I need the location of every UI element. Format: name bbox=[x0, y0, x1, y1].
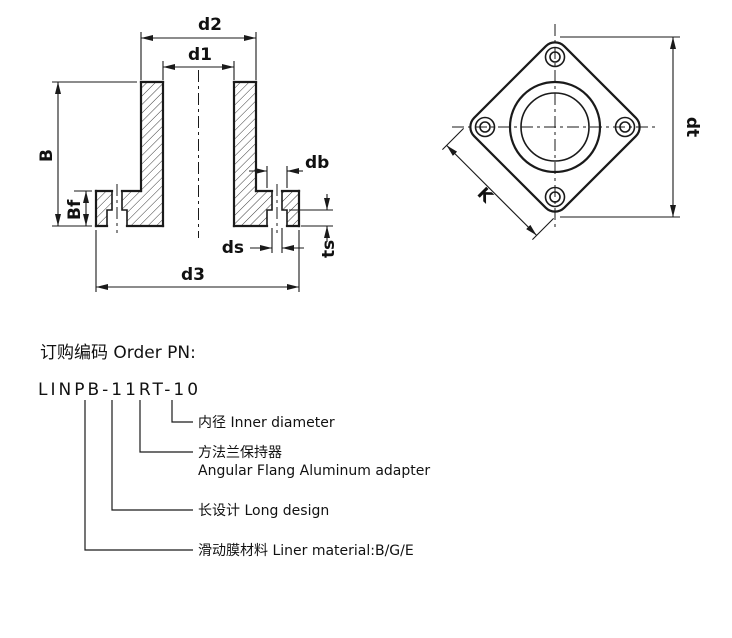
callout-line-liner-material bbox=[84, 400, 193, 551]
callout-line-long-design bbox=[111, 400, 193, 511]
part-number: LINPB-11RT-10 bbox=[38, 380, 201, 400]
dim-ds: ds bbox=[222, 228, 304, 258]
callout-connectors bbox=[84, 400, 193, 551]
callout-line-inner-diameter bbox=[171, 400, 193, 423]
face-centerlines bbox=[452, 24, 658, 230]
dim-label-d1: d1 bbox=[188, 45, 212, 65]
face-view: K dt bbox=[442, 24, 702, 240]
callout-labels: 内径 Inner diameter 方法兰保持器 Angular Flang A… bbox=[198, 415, 430, 559]
callout-long-design: 长设计 Long design bbox=[198, 503, 329, 519]
dim-d2: d2 bbox=[140, 15, 257, 80]
dim-db: db bbox=[249, 153, 329, 188]
dim-label-Bf: Bf bbox=[65, 199, 85, 220]
callout-adapter-en: Angular Flang Aluminum adapter bbox=[198, 463, 430, 479]
dim-Bf: Bf bbox=[65, 190, 92, 226]
callout-adapter-cn: 方法兰保持器 bbox=[198, 445, 282, 461]
dim-label-ts: ts bbox=[319, 240, 339, 258]
dim-label-d3: d3 bbox=[181, 265, 205, 285]
callout-inner-diameter: 内径 Inner diameter bbox=[198, 415, 335, 431]
order-pn-heading: 订购编码 Order PN: bbox=[40, 343, 196, 363]
callout-line-adapter bbox=[139, 400, 193, 453]
callout-liner-material: 滑动膜材料 Liner material:B/G/E bbox=[198, 542, 414, 559]
dim-label-db: db bbox=[305, 153, 329, 173]
order-pn-section: 订购编码 Order PN: LINPB-11RT-10 内径 Inner di… bbox=[38, 343, 430, 559]
dim-d3: d3 bbox=[95, 230, 300, 292]
dim-label-K: K bbox=[473, 184, 497, 208]
hatch-regions bbox=[96, 82, 299, 226]
dim-label-B: B bbox=[37, 149, 57, 162]
dim-label-ds: ds bbox=[222, 238, 244, 258]
dim-B: B bbox=[37, 81, 137, 227]
dim-d1: d1 bbox=[162, 45, 235, 80]
section-view: d2 d1 B Bf db bbox=[37, 15, 339, 292]
dim-label-d2: d2 bbox=[198, 15, 222, 35]
dim-dt: dt bbox=[560, 36, 702, 218]
section-centerlines bbox=[116, 70, 278, 238]
bolt-hole-edges bbox=[106, 190, 288, 227]
dim-K: K bbox=[442, 128, 554, 240]
part-outline bbox=[94, 80, 301, 228]
dim-ts: ts bbox=[289, 194, 339, 258]
dim-label-dt: dt bbox=[682, 117, 702, 137]
